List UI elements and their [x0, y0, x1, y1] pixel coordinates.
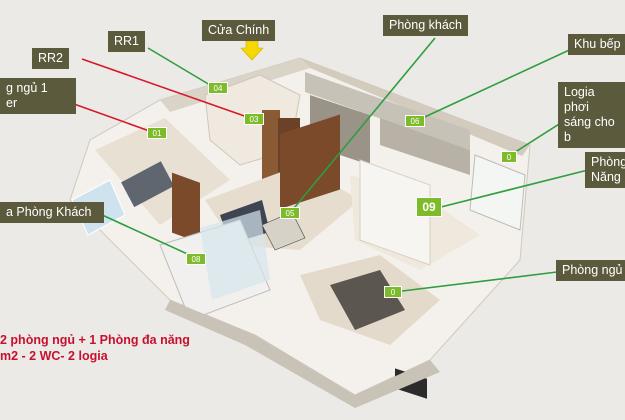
label-phong-ngu-1-line2: er	[6, 96, 18, 110]
floor-base	[165, 300, 440, 408]
leader-rr2	[81, 58, 254, 120]
label-logia-phong-khach: a Phòng Khách	[0, 202, 104, 223]
marker-bedroom-2: 0	[384, 286, 402, 298]
marker-logia-right: 0	[501, 151, 517, 163]
leader-logia-khach	[99, 213, 195, 258]
label-cua-chinh: Cửa Chính	[202, 20, 276, 41]
exterior-wall-right	[300, 58, 530, 156]
marker-04: 04	[208, 82, 228, 94]
label-khu-bep: Khu bếp	[568, 34, 625, 55]
leader-phong-ngu-1	[73, 103, 156, 134]
marker-08: 08	[186, 253, 206, 265]
bedroom-2-wardrobe	[280, 114, 340, 210]
label-phong-da-nang-line2: Năng	[591, 170, 621, 184]
marker-05: 05	[280, 207, 300, 219]
summary-line-1: 2 phòng ngủ + 1 Phòng đa năng	[0, 333, 190, 347]
logia-glass	[200, 210, 270, 300]
marker-01: 01	[147, 127, 167, 139]
summary-line-2: m2 - 2 WC- 2 logia	[0, 349, 108, 363]
bedroom-2-bed	[330, 270, 405, 330]
entrance-arrow-icon	[240, 40, 264, 61]
leader-rr1	[147, 47, 216, 89]
leader-da-nang	[436, 169, 589, 209]
bedroom-1-bed	[121, 161, 174, 208]
label-phong-ngu-1: g ngủ 1 er	[0, 78, 76, 114]
label-rr1: RR1	[108, 31, 146, 52]
label-phong-da-nang-line1: Phòng	[591, 155, 625, 169]
marker-03: 03	[244, 113, 264, 125]
bathroom-partition	[262, 110, 280, 180]
kitchen-counter	[305, 72, 470, 150]
label-logia-phoi-line1: Logia phơi	[564, 85, 595, 114]
leader-khu-bep	[415, 45, 579, 122]
label-phong-da-nang: Phòng Năng	[585, 152, 625, 188]
kitchen-upper	[380, 118, 470, 175]
label-rr2: RR2	[32, 48, 70, 69]
multipurpose-room-wall	[359, 159, 431, 266]
label-phong-ngu-1-line1: g ngủ 1	[6, 81, 48, 95]
leader-phong-khach	[289, 37, 436, 214]
label-logia-phoi: Logia phơi sáng cho b	[558, 82, 625, 148]
marker-06: 06	[405, 115, 425, 127]
bedroom-1-wardrobe	[172, 172, 200, 243]
label-phong-khach: Phòng khách	[383, 15, 468, 36]
leader-phong-ngu-2	[393, 271, 558, 293]
marker-09: 09	[416, 197, 442, 217]
label-phong-ngu-2: Phòng ngủ	[556, 260, 625, 281]
label-logia-phoi-line2: sáng cho b	[564, 115, 615, 144]
